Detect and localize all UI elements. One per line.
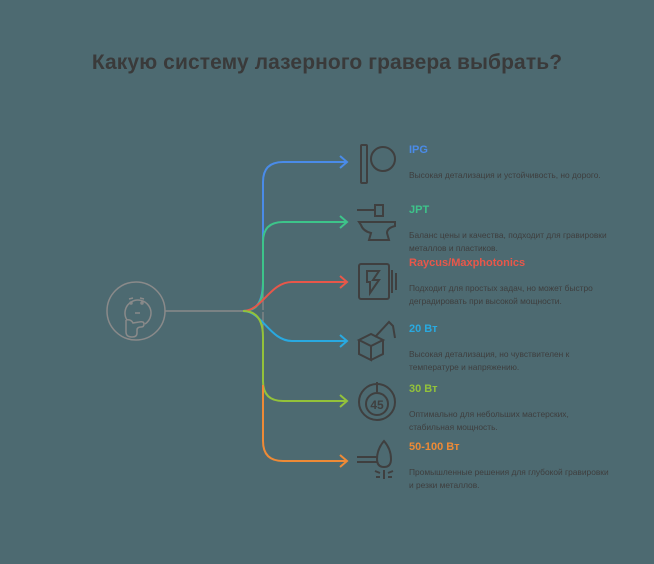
option-name: 30 Вт [409,383,438,395]
thinking-face-icon [106,281,166,341]
option-raycus: Raycus/Maxphotonics Подходит для простых… [409,257,614,308]
option-ipg: IPG Высокая детализация и устойчивость, … [409,144,614,182]
option-description: Баланс цены и качества, подходит для гра… [409,230,607,253]
patreon-like-icon [360,144,396,184]
flash-card-icon [358,263,397,300]
option-name: IPG [409,144,428,156]
anvil-icon [357,204,396,241]
option-description: Высокая детализация и устойчивость, но д… [409,170,601,180]
option-description: Высокая детализация, но чувствителен к т… [409,349,570,372]
svg-text:45: 45 [370,398,384,412]
option-description: Оптимально для небольших мастерских, ста… [409,409,569,432]
rocket-flame-icon [357,439,394,479]
option-name: Raycus/Maxphotonics [409,257,526,269]
option-50-100w: 50-100 Вт Промышленные решения для глубо… [409,441,614,492]
angle-45-icon: 45 [358,382,396,421]
option-name: JPT [409,204,430,216]
option-description: Подходит для простых задач, но может быс… [409,283,593,306]
option-name: 20 Вт [409,323,438,335]
option-description: Промышленные решения для глубокой гравир… [409,467,609,490]
option-20w: 20 Вт Высокая детализация, но чувствител… [409,323,614,374]
option-name: 50-100 Вт [409,441,460,453]
option-jpt: JPT Баланс цены и качества, подходит для… [409,204,614,255]
box-hook-icon [356,320,396,362]
page-title: Какую систему лазерного гравера выбрать? [91,51,563,74]
option-30w: 30 Вт Оптимально для небольших мастерски… [409,383,614,434]
